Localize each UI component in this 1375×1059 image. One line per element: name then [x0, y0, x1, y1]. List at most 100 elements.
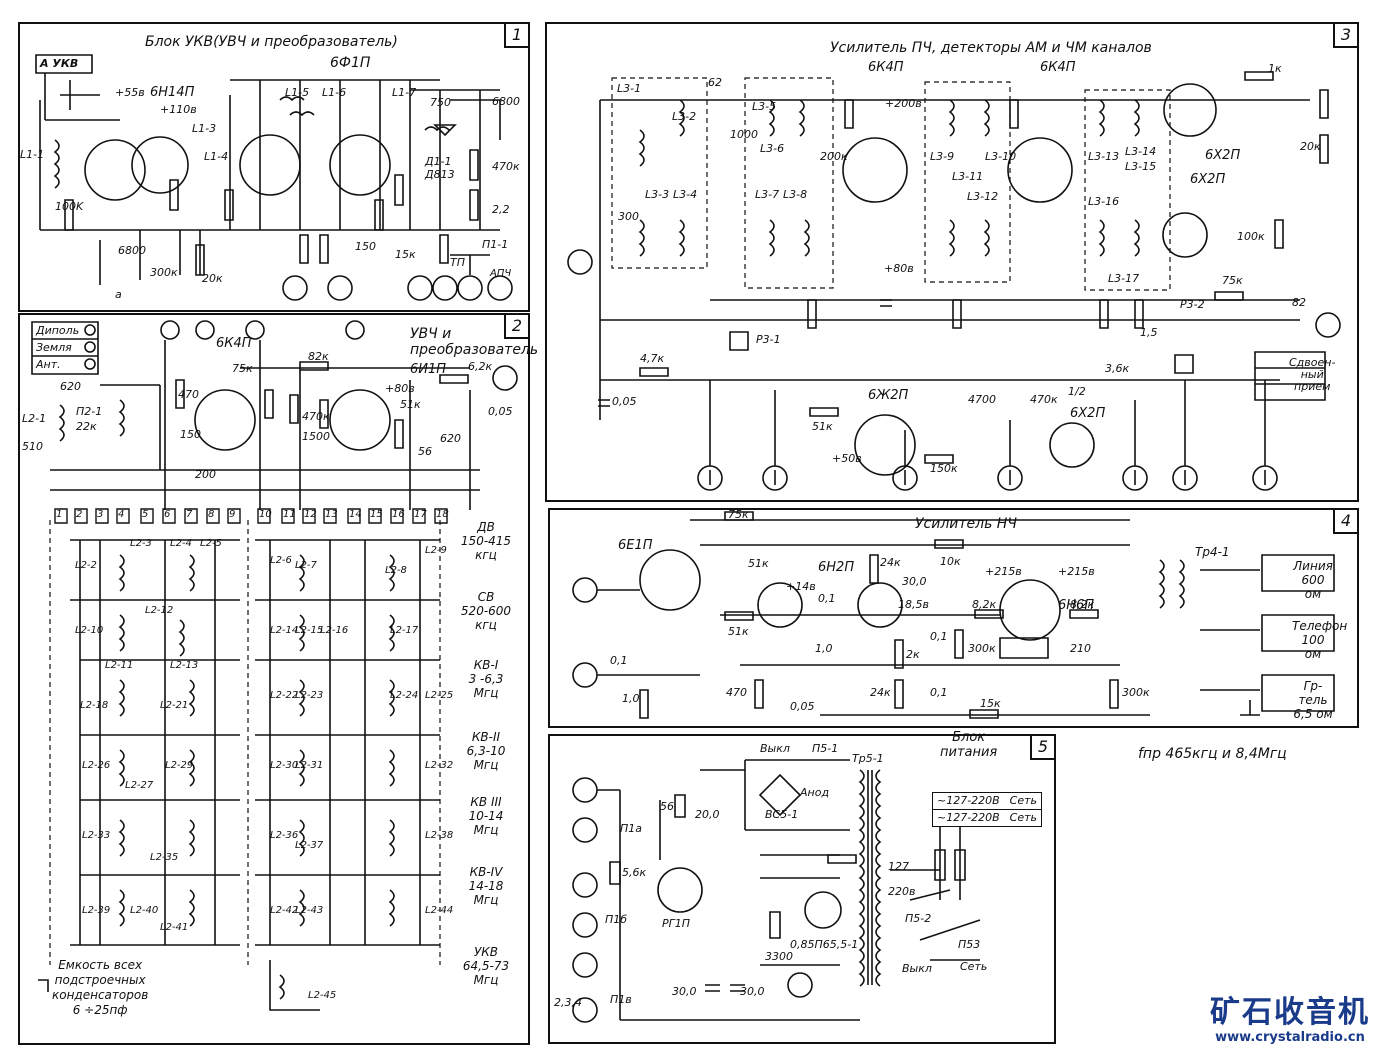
label-l31: L3-1 [617, 82, 642, 95]
label-0-05-p3: 0,05 [612, 395, 637, 408]
label-1-0-b: 1,0 [815, 642, 833, 655]
coil-label: L2-6 [270, 555, 292, 566]
coil-label: L2-36 [270, 830, 299, 841]
label-l310: L3-10 [985, 150, 1017, 163]
contact-11: 11 [283, 509, 296, 520]
contact-2: 2 [76, 509, 83, 520]
contact-9: 9 [229, 509, 236, 520]
label-l32: L3-2 [672, 110, 697, 123]
label-4700: 4700 [968, 393, 996, 406]
label-8-2k-b: 8,2к [1070, 598, 1095, 611]
output-line2: 6,5 ом [1293, 707, 1333, 721]
output-line2: 100 ом [1301, 633, 1325, 661]
coil-label: L2-13 [170, 660, 199, 671]
panel-1-title: Блок УКВ(УВЧ и преобразователь) [145, 34, 398, 50]
label-l14: L1-4 [204, 150, 229, 163]
coil-label: L2-17 [390, 625, 419, 636]
label-150-2: 150 [180, 428, 201, 441]
terminal-ant: Ант. [36, 358, 61, 371]
label-100k: 100K [55, 200, 84, 213]
label-150k: 150к [930, 462, 958, 475]
label-l33: L3-3 [645, 188, 670, 201]
label-relay-p32: Р3-2 [1180, 298, 1205, 311]
output-line1: Линия [1293, 559, 1333, 573]
coil-label: L2-37 [295, 840, 324, 851]
label-30-0-a: 30,0 [672, 985, 697, 998]
dual-reception-block: Сдвоен- ный прием [1289, 356, 1336, 393]
band-range: 10-14 [468, 809, 504, 823]
label-0-05-p4: 0,05 [790, 700, 815, 713]
contact-10: 10 [259, 509, 272, 520]
band-range: 64,5-73 [462, 959, 510, 973]
label-tube-6k4p-b: 6К4П [1040, 60, 1076, 75]
coil-label: L2-5 [200, 538, 222, 549]
coil-label: L2-38 [425, 830, 454, 841]
coil-label: L2-4 [170, 538, 192, 549]
label-20-0: 20,0 [695, 808, 720, 821]
label-620-b: 620 [440, 432, 461, 445]
output-line1: Телефон [1292, 619, 1348, 633]
label-l313: L3-13 [1088, 150, 1120, 163]
coil-label: L2-29 [165, 760, 194, 771]
coil-label: L2-15 [295, 625, 324, 636]
label-tube-6n14p: 6Н14П [150, 85, 195, 100]
label-tube-6k4p: 6К4П [216, 336, 252, 351]
label-rg1p: РГ1П [662, 917, 691, 930]
coil-label: L2-35 [150, 852, 179, 863]
panel-number: 2 [504, 315, 528, 339]
band-range: 14-18 [468, 879, 504, 893]
band-unit: Мгц [473, 686, 499, 700]
label-30-0-b: 30,0 [740, 985, 765, 998]
label-470-p4: 470 [726, 686, 747, 699]
contact-13: 13 [325, 509, 338, 520]
contact-18: 18 [436, 509, 449, 520]
logo-text: 矿石收音机 [1210, 995, 1370, 1030]
label-l312: L3-12 [967, 190, 999, 203]
contact-1: 1 [56, 509, 63, 520]
label-p51: П5-1 [812, 742, 839, 755]
contact-17: 17 [414, 509, 427, 520]
label-vykl: Выкл [760, 742, 790, 755]
label-200k: 200к [820, 150, 848, 163]
label-0-1-b: 0,1 [930, 630, 948, 643]
panel-2-title: УВЧ и преобразователь [410, 326, 539, 358]
label-3-6k: 3,6к [1105, 362, 1130, 375]
label-0-1-c: 0,1 [930, 686, 948, 699]
coil-label: L2-44 [425, 905, 454, 916]
label-6800: 6800 [118, 244, 146, 257]
label-l39: L3-9 [930, 150, 955, 163]
contact-15: 15 [370, 509, 383, 520]
label-p1b: П1б [605, 913, 628, 926]
label-p53: П53 [958, 938, 981, 951]
label-15k-p4: 15к [980, 697, 1001, 710]
panel-ukv-block: 1 [18, 22, 530, 312]
label-tube-6n2p: 6Н2П [818, 560, 855, 575]
label-p1v: П1в [610, 993, 632, 1006]
band-range: 150-415 [460, 534, 512, 548]
label-tube-6e1p: 6Е1П [618, 538, 653, 553]
label-150: 150 [355, 240, 376, 253]
label-lamp: 0,85П65,5-1 [790, 938, 859, 951]
label-l315: L3-15 [1125, 160, 1157, 173]
label-5-6k: 5,6к [622, 866, 647, 879]
label-0-1-a: 0,1 [818, 592, 836, 605]
label-v110: +110в [160, 103, 197, 116]
coil-label: L2-21 [160, 700, 189, 711]
label-l34: L3-4 [673, 188, 698, 201]
coil-label: L2-24 [390, 690, 419, 701]
label-set: Сеть [960, 960, 988, 973]
band-unit: Мгц [473, 973, 499, 987]
panel-4-title: Усилитель НЧ [915, 516, 1017, 532]
band-range: 520-600 [460, 604, 512, 618]
band-name: КВ-II [471, 730, 501, 744]
label-p1a: П1а [620, 822, 643, 835]
panel-number: 5 [1030, 736, 1054, 760]
coil-label: L2-7 [295, 560, 317, 571]
label-300k-p4: 300к [968, 642, 996, 655]
label-tp: ТП [450, 256, 465, 269]
coil-label: L2-31 [295, 760, 324, 771]
label-51k-p4-a: 51к [748, 557, 769, 570]
